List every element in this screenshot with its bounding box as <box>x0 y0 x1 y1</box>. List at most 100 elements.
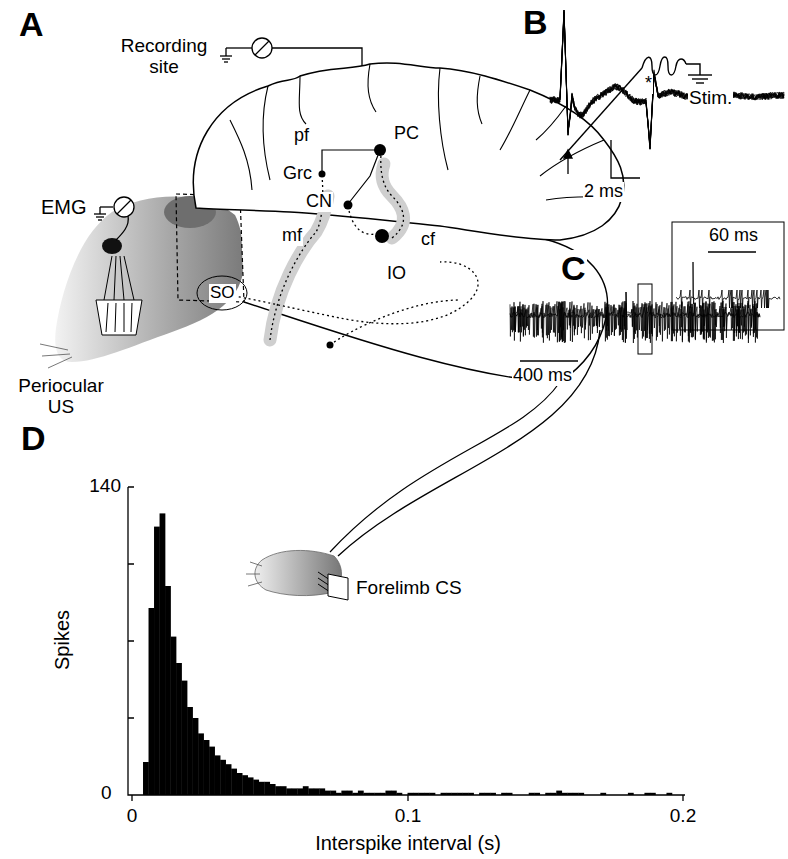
sweep-trace <box>550 12 784 144</box>
zoom-box <box>638 284 652 354</box>
histogram-bar <box>325 791 331 795</box>
periocular-us-probe <box>96 256 142 335</box>
spike-train <box>510 301 760 343</box>
sweep-trace <box>550 12 784 149</box>
panel-letter: B <box>522 4 549 41</box>
histogram-bar <box>165 586 171 795</box>
part-label: CN <box>305 192 333 212</box>
histogram-bar <box>297 788 303 795</box>
nuclear-cell <box>344 201 353 210</box>
fibre-paths <box>234 154 478 345</box>
mossy-fibre-band <box>270 196 328 340</box>
cerebellar-folia <box>230 64 622 200</box>
sweep-trace <box>550 12 784 144</box>
axis-title: Interspike interval (s) <box>314 832 502 854</box>
histogram-bar <box>292 788 298 795</box>
forelimb-cs-probe <box>318 572 348 600</box>
purkinje-cell <box>374 144 386 156</box>
part-label: cf <box>420 230 436 250</box>
histogram-bar <box>259 782 265 795</box>
whiskers <box>40 344 72 368</box>
scale-bar-inset <box>708 251 756 252</box>
axis-tick-label: 0 <box>100 783 113 804</box>
relay-cell <box>327 342 334 349</box>
histogram-bar <box>226 764 232 795</box>
histogram-bar <box>281 786 287 795</box>
paw-toes <box>246 562 262 586</box>
granule-cell <box>319 171 326 178</box>
histogram-bar <box>275 786 281 795</box>
histogram-bar <box>556 791 562 795</box>
spinal-cord-lower <box>330 382 560 552</box>
histogram-bar <box>303 786 309 795</box>
emg-label: EMG <box>40 196 88 218</box>
olive-cell <box>375 229 389 243</box>
histogram-bar <box>231 769 237 795</box>
stimulus-arrow <box>564 150 572 174</box>
histogram-bar <box>385 791 391 795</box>
scale-bar-c <box>520 360 578 361</box>
complex-spike-mark: * <box>644 74 653 94</box>
scale-label: 60 ms <box>708 226 759 246</box>
site-label: Recording site <box>110 36 218 78</box>
emg-electrode <box>94 197 134 240</box>
sweep-trace <box>550 10 784 145</box>
axis-tick-label: 140 <box>76 476 122 497</box>
stimulus-label: Periocular US <box>4 376 118 418</box>
cerebellum-outline <box>193 63 623 240</box>
histogram-bar <box>319 788 325 795</box>
isi-histogram <box>143 513 672 795</box>
histogram-bar <box>237 773 243 795</box>
spinal-cord <box>338 330 600 556</box>
scale-label: 2 ms <box>583 182 624 202</box>
histogram-bar <box>209 747 215 795</box>
histogram-bar <box>330 791 336 795</box>
part-label: PC <box>393 124 420 144</box>
panel-letter: D <box>20 420 47 457</box>
part-label: SO <box>209 284 236 303</box>
panel-letter: A <box>18 6 45 43</box>
sweep-trace <box>550 10 784 149</box>
histogram-bar <box>220 760 226 795</box>
rat-head <box>55 197 244 362</box>
histogram-bar <box>347 791 353 795</box>
histogram-bar <box>187 707 193 795</box>
histogram-bar <box>193 718 199 795</box>
sweep-trace <box>550 15 784 143</box>
inset-trace-line <box>676 262 780 308</box>
histogram-bar <box>286 788 292 795</box>
superior-olive-outline <box>197 276 247 310</box>
axis-tick-label: 0.2 <box>669 806 697 827</box>
histogram-bar <box>171 637 177 795</box>
histogram-bar <box>308 788 314 795</box>
histogram-bar <box>198 733 204 795</box>
continuous-trace <box>510 292 760 343</box>
part-label: pf <box>293 126 310 146</box>
histogram-bar <box>215 755 221 795</box>
scale-label: 400 ms <box>512 366 573 386</box>
scale-bar-b <box>611 140 640 178</box>
histogram-bar <box>314 788 320 795</box>
part-label: mf <box>281 226 303 246</box>
histogram-bar <box>248 777 254 795</box>
histogram-bar <box>176 663 182 795</box>
climbing-fibre-band <box>382 164 403 238</box>
overlaid-traces <box>550 10 784 149</box>
inset-trace <box>676 262 780 308</box>
axis-title: Spikes <box>51 609 73 671</box>
histogram-bar <box>143 762 149 795</box>
sweep-trace <box>550 14 784 148</box>
axis-tick-label: 0 <box>126 806 139 827</box>
panel-letter: C <box>560 250 587 287</box>
histogram-bar <box>391 791 397 795</box>
histogram-bar <box>358 791 364 795</box>
complex-spike <box>626 292 627 330</box>
histogram-axes <box>128 487 685 801</box>
histogram-bar <box>182 681 188 795</box>
histogram-bar <box>270 784 276 795</box>
spike-train <box>510 301 760 343</box>
sweep-trace <box>550 10 784 149</box>
histogram-bar <box>149 608 155 795</box>
